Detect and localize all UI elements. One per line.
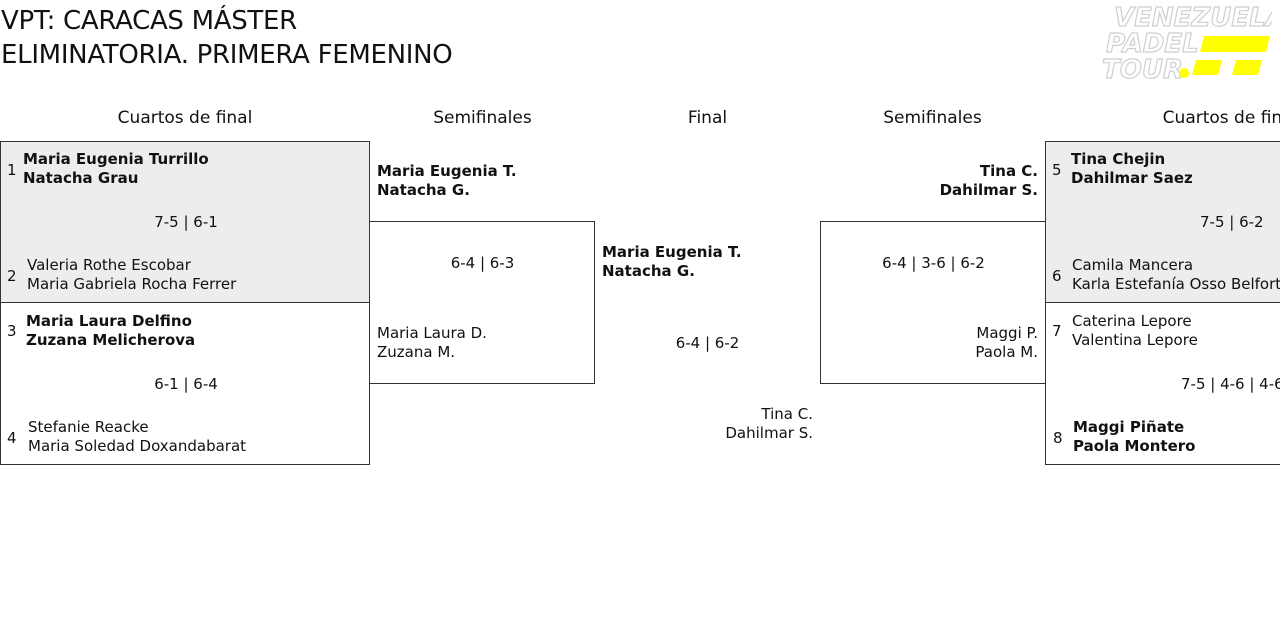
seed-number: 7 xyxy=(1052,322,1062,340)
seed-number: 6 xyxy=(1052,267,1062,285)
match-score: 6-4 | 3-6 | 6-2 xyxy=(882,254,985,272)
team-sf-right-top: Tina C. Dahilmar S. xyxy=(940,162,1038,200)
round-header-final: Final xyxy=(687,108,728,128)
player-name: Natacha Grau xyxy=(23,169,139,187)
match-score: 6-1 | 6-4 xyxy=(154,375,218,393)
player-name: Dahilmar S. xyxy=(939,181,1038,199)
player-name: Caterina Lepore xyxy=(1072,312,1192,330)
player-name: Valeria Rothe Escobar xyxy=(27,256,191,274)
match-score: 7-5 | 6-2 xyxy=(1200,213,1264,231)
player-name: Maria Eugenia T. xyxy=(377,162,517,180)
seed-number: 5 xyxy=(1052,161,1062,179)
team-qf1-bottom: Valeria Rothe Escobar Maria Gabriela Roc… xyxy=(27,256,236,294)
team-final-bottom: Tina C. Dahilmar S. xyxy=(725,405,813,443)
round-header-semifinal-right: Semifinales xyxy=(883,108,982,128)
player-name: Karla Estefanía Osso Belfort xyxy=(1072,275,1280,293)
match-score: 7-5 | 4-6 | 4-6 xyxy=(1181,375,1280,393)
seed-number: 1 xyxy=(7,161,17,179)
team-final-top: Maria Eugenia T. Natacha G. xyxy=(602,243,742,281)
player-name: Natacha G. xyxy=(602,262,695,280)
player-name: Maria Eugenia Turrillo xyxy=(23,150,209,168)
player-name: Tina C. xyxy=(761,405,813,423)
player-name: Maggi Piñate xyxy=(1073,418,1185,436)
round-header-semifinal-left: Semifinales xyxy=(433,108,532,128)
player-name: Tina C. xyxy=(979,162,1038,180)
final-score: 6-4 | 6-2 xyxy=(675,334,740,352)
player-name: Maria Gabriela Rocha Ferrer xyxy=(27,275,237,293)
player-name: Paola Montero xyxy=(1073,437,1196,455)
team-qf4-top: Caterina Lepore Valentina Lepore xyxy=(1072,312,1198,350)
seed-number: 4 xyxy=(7,429,17,447)
round-header-quarterfinal-right: Cuartos de final xyxy=(1162,108,1280,128)
team-qf3-bottom: Camila Mancera Karla Estefanía Osso Belf… xyxy=(1072,256,1280,294)
seed-number: 3 xyxy=(7,322,17,340)
player-name: Tina Chejin xyxy=(1071,150,1166,168)
player-name: Valentina Lepore xyxy=(1072,331,1198,349)
team-sf-right-bottom: Maggi P. Paola M. xyxy=(975,324,1038,362)
logo-word-2: PADEL xyxy=(1106,29,1199,59)
player-name: Maria Laura D. xyxy=(377,324,487,342)
match-card-sf-left: 6-4 | 6-3 Maria Laura D. Zuzana M. xyxy=(369,221,595,384)
match-score: 6-4 | 6-3 xyxy=(450,254,515,272)
seed-number: 2 xyxy=(7,267,17,285)
team-sf-left-top: Maria Eugenia T. Natacha G. xyxy=(377,162,517,200)
player-name: Zuzana Melicherova xyxy=(26,331,196,349)
match-card-qf4: 7 Caterina Lepore Valentina Lepore 7-5 |… xyxy=(1045,302,1280,465)
player-name: Dahilmar S. xyxy=(725,424,813,442)
page-subtitle: ELIMINATORIA. PRIMERA FEMENINO xyxy=(1,40,453,70)
team-sf-left-bottom: Maria Laura D. Zuzana M. xyxy=(377,324,487,362)
match-score: 7-5 | 6-1 xyxy=(154,213,218,231)
player-name: Natacha G. xyxy=(377,181,470,199)
match-card-qf1: 1 Maria Eugenia Turrillo Natacha Grau 7-… xyxy=(0,141,370,303)
match-card-qf2: 3 Maria Laura Delfino Zuzana Melicherova… xyxy=(0,302,370,465)
player-name: Dahilmar Saez xyxy=(1071,169,1193,187)
player-name: Camila Mancera xyxy=(1072,256,1194,274)
player-name: Maggi P. xyxy=(976,324,1038,342)
match-card-sf-right: 6-4 | 3-6 | 6-2 Maggi P. Paola M. xyxy=(820,221,1046,384)
player-name: Paola M. xyxy=(975,343,1038,361)
player-name: Zuzana M. xyxy=(377,343,456,361)
match-card-qf3: 5 Tina Chejin Dahilmar Saez 7-5 | 6-2 6 … xyxy=(1045,141,1280,303)
team-qf2-bottom: Stefanie Reacke Maria Soledad Doxandabar… xyxy=(28,418,246,456)
team-qf2-top: Maria Laura Delfino Zuzana Melicherova xyxy=(26,312,195,350)
round-header-quarterfinal-left: Cuartos de final xyxy=(117,108,253,128)
logo-word-3: TOUR xyxy=(1102,55,1183,82)
player-name: Maria Eugenia T. xyxy=(602,243,742,261)
vpt-logo: VENEZUELA PADEL TOUR xyxy=(1101,2,1272,82)
logo-word-1: VENEZUELA xyxy=(1114,3,1272,33)
player-name: Maria Soledad Doxandabarat xyxy=(28,437,247,455)
team-qf3-top: Tina Chejin Dahilmar Saez xyxy=(1071,150,1193,188)
logo-accent xyxy=(1179,36,1270,78)
player-name: Maria Laura Delfino xyxy=(26,312,192,330)
player-name: Stefanie Reacke xyxy=(28,418,149,436)
team-qf4-bottom: Maggi Piñate Paola Montero xyxy=(1073,418,1195,456)
page-title: VPT: CARACAS MÁSTER xyxy=(1,6,297,36)
team-qf1-top: Maria Eugenia Turrillo Natacha Grau xyxy=(23,150,209,188)
seed-number: 8 xyxy=(1053,429,1063,447)
